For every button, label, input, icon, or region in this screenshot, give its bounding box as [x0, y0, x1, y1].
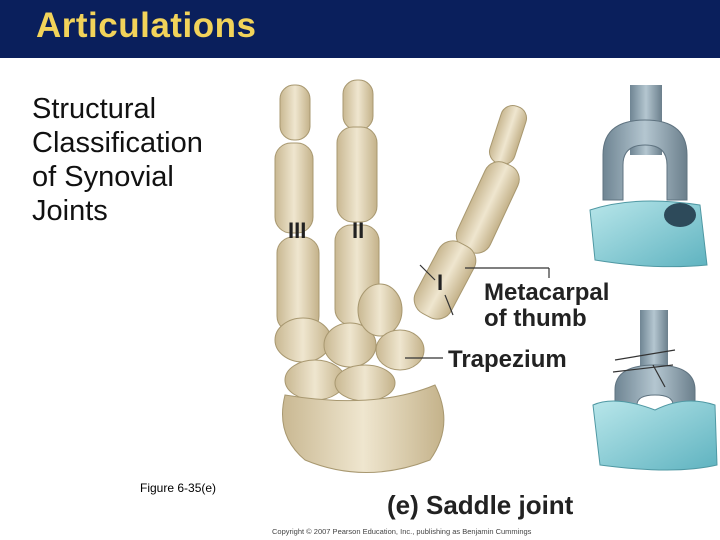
saddle-model-lower	[592, 310, 718, 471]
label-metacarpal-of-thumb: Metacarpal of thumb	[484, 280, 609, 332]
figure-reference: Figure 6-35(e)	[140, 481, 217, 495]
saddle-model-upper	[589, 85, 708, 268]
subtitle-line: Classification	[32, 127, 203, 159]
thumb-bones	[413, 105, 528, 320]
subtitle-line: Joints	[32, 195, 108, 227]
finger-label-i: I	[437, 270, 444, 295]
slide-subtitle: Structural Classification of Synovial Jo…	[32, 92, 262, 228]
label-metacarpal-line2: of thumb	[484, 305, 587, 332]
subtitle-line: Structural	[32, 93, 157, 125]
finger-label-iii: III	[288, 218, 307, 243]
title-bar: Articulations	[0, 0, 720, 58]
subtitle-line: of Synovial	[32, 161, 174, 193]
saddle-joint-illustration	[274, 79, 718, 473]
slide-title: Articulations	[36, 6, 257, 45]
finger-bone-iii	[274, 84, 320, 333]
finger-label-ii: II	[352, 218, 365, 243]
finger-bone-ii	[334, 79, 380, 326]
copyright-notice: Copyright © 2007 Pearson Education, Inc.…	[272, 527, 532, 536]
label-metacarpal-line1: Metacarpal	[484, 279, 610, 306]
forearm-bones	[282, 384, 445, 473]
figure-caption: (e) Saddle joint	[387, 490, 574, 520]
label-trapezium: Trapezium	[448, 346, 567, 373]
carpal-bones	[274, 283, 425, 402]
